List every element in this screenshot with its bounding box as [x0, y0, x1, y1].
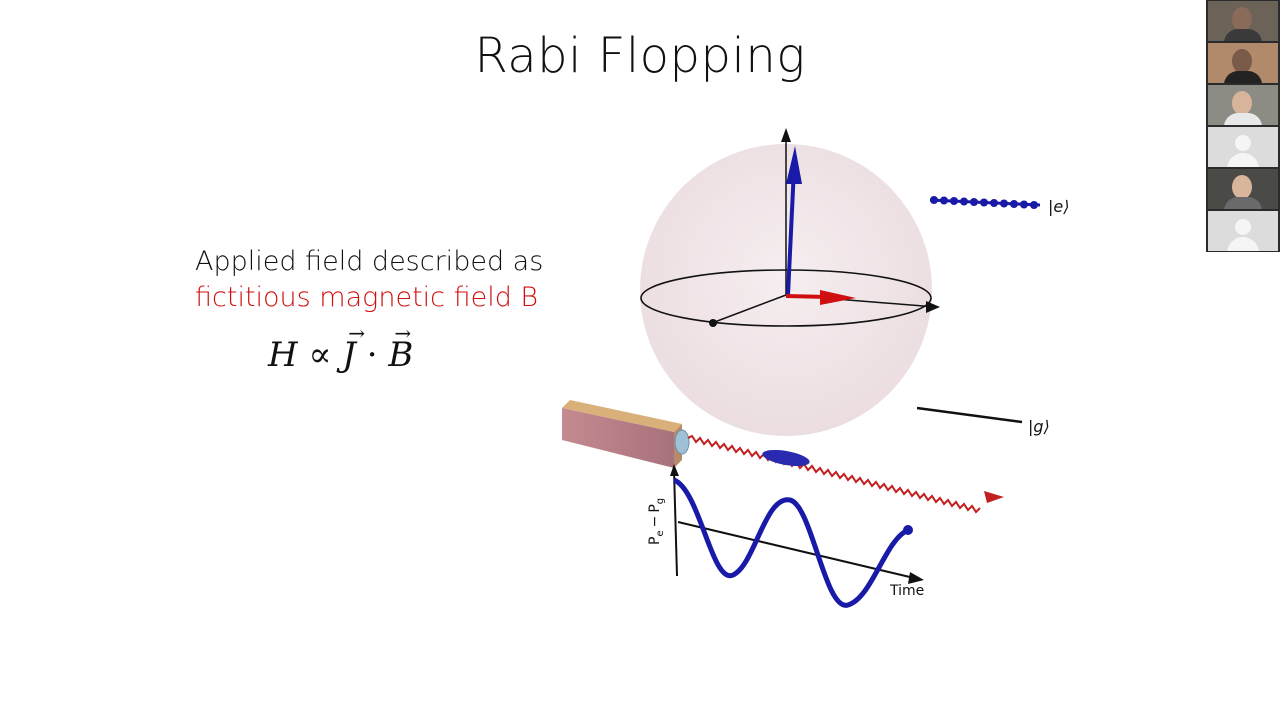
- user-icon: [1235, 135, 1251, 151]
- participant-video-1[interactable]: [1208, 1, 1278, 41]
- eq-proportional: ∝: [308, 335, 332, 375]
- hamiltonian-equation: H ∝ J · B: [268, 321, 413, 375]
- population-axis-label: Pe−Pg: [647, 498, 666, 545]
- rabi-curve-end: [903, 525, 913, 535]
- laser-aperture: [674, 429, 690, 455]
- description-line-2: fictitious magnetic field B: [195, 282, 539, 313]
- excited-level-atoms: [930, 196, 1038, 209]
- z-axis-arrowhead: [781, 128, 791, 142]
- eq-dot: ·: [366, 335, 378, 375]
- laser-beam-arrowhead: [984, 491, 1004, 503]
- plot-y-arrowhead: [670, 464, 679, 476]
- plot-y-axis: [673, 469, 678, 577]
- state-vector: [786, 167, 796, 296]
- participant-video-2[interactable]: [1208, 43, 1278, 83]
- ground-state-label: |g⟩: [1028, 417, 1050, 436]
- rabi-oscillation-curve: [672, 477, 910, 608]
- user-icon: [1235, 219, 1251, 235]
- bloch-sphere-figure: |e⟩ |g⟩ Time Pe−Pg: [562, 128, 1069, 608]
- participant-avatar-4[interactable]: [1208, 127, 1278, 167]
- plot-x-axis: [677, 521, 915, 579]
- excited-state-label: |e⟩: [1048, 197, 1069, 216]
- eq-b-vector: B: [388, 321, 413, 375]
- participant-strip[interactable]: [1206, 0, 1280, 252]
- laser-beam: [687, 434, 981, 514]
- x-axis: [711, 294, 787, 324]
- participant-avatar-6[interactable]: [1208, 211, 1278, 251]
- state-vector-arrowhead: [786, 146, 802, 184]
- description-line-1: Applied field described as: [195, 246, 544, 277]
- slide-title: Rabi Flopping: [474, 28, 806, 84]
- eq-h: H: [268, 335, 298, 375]
- field-vector-arrowhead: [820, 290, 856, 305]
- participant-video-5[interactable]: [1208, 169, 1278, 209]
- x-axis-end: [709, 319, 717, 327]
- laser-box-front: [562, 408, 674, 468]
- plot-x-arrowhead: [908, 572, 924, 584]
- participant-video-3[interactable]: [1208, 85, 1278, 125]
- time-axis-label: Time: [889, 583, 924, 599]
- description-text: Applied field described as fictitious ma…: [195, 244, 543, 316]
- y-axis-arrowhead: [926, 301, 940, 313]
- laser-box-top: [562, 400, 682, 432]
- atom-cloud: [762, 449, 810, 467]
- ground-level-line: [916, 406, 1023, 424]
- eq-j-vector: J: [342, 321, 364, 375]
